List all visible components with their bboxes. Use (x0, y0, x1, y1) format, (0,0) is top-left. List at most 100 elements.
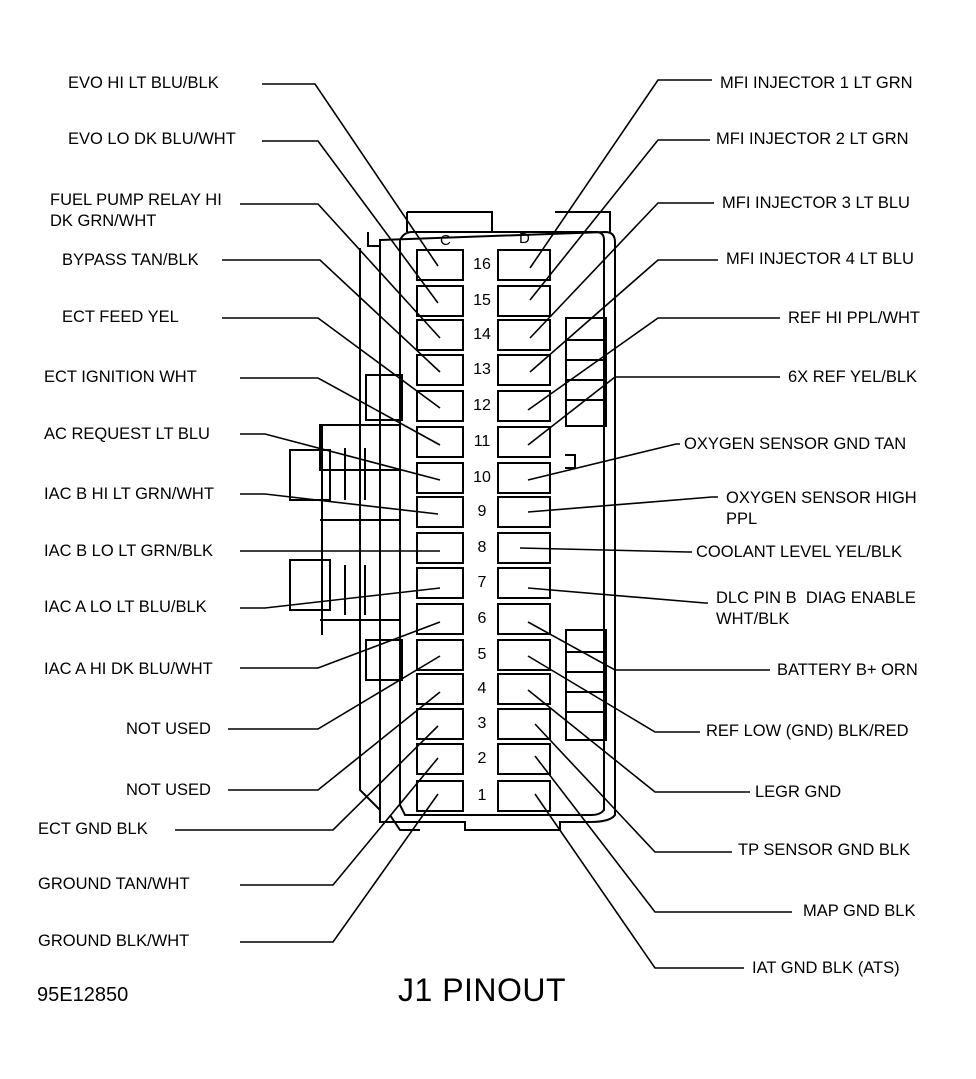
leader-line-right (527, 655, 700, 733)
pin-cell-c-15 (416, 285, 464, 317)
leader-line-right (527, 376, 780, 446)
leader-line-right (527, 317, 780, 411)
pin-cell-d-2 (497, 743, 551, 775)
right-pin-label: MFI INJECTOR 1 LT GRN (720, 74, 913, 92)
column-d-header: D (519, 230, 530, 247)
right-pin-label: REF LOW (GND) BLK/RED (706, 722, 909, 740)
pin-cell-d-11 (497, 426, 551, 458)
right-pin-label: DLC PIN B DIAG ENABLE WHT/BLK (716, 589, 916, 628)
pin-number: 4 (477, 680, 487, 697)
left-pin-label: ECT GND BLK (38, 820, 148, 838)
pin-cell-d-6 (497, 603, 551, 635)
column-c-header: C (440, 232, 451, 249)
pin-number: 13 (473, 361, 491, 378)
pin-cell-c-4 (416, 673, 464, 705)
right-pin-label: OXYGEN SENSOR HIGH PPL (726, 489, 917, 528)
pin-number: 5 (477, 646, 487, 663)
pin-cell-d-12 (497, 390, 551, 422)
right-pin-label: OXYGEN SENSOR GND TAN (684, 435, 907, 453)
leader-line-left (240, 377, 441, 446)
leader-line-left (240, 433, 441, 481)
leader-line-left (175, 725, 439, 831)
diagram-title: J1 PINOUT (398, 972, 567, 1008)
leader-line-left (228, 655, 441, 730)
leader-line-left (262, 83, 439, 267)
right-pin-label: LEGR GND (755, 783, 842, 801)
left-pin-label: IAC A LO LT BLU/BLK (44, 598, 207, 616)
leader-line-right (527, 443, 680, 481)
pin-cell-c-6 (416, 603, 464, 635)
leader-line-left (222, 317, 441, 409)
pin-cell-d-13 (497, 354, 551, 386)
pin-cell-c-11 (416, 426, 464, 458)
pin-cell-c-7 (416, 567, 464, 599)
pin-number: 14 (473, 326, 491, 343)
pin-number: 15 (473, 292, 491, 309)
leader-line-right (529, 139, 710, 301)
pin-cell-d-7 (497, 567, 551, 599)
left-pin-label: NOT USED (126, 781, 211, 799)
connector-body (289, 211, 616, 831)
left-pin-label: GROUND TAN/WHT (38, 875, 190, 893)
leader-line-left (228, 691, 441, 791)
leader-line-left (240, 587, 441, 609)
pin-number: 10 (473, 469, 491, 486)
leader-line-right (527, 689, 750, 793)
pin-number: 2 (477, 750, 487, 767)
leader-line-right (519, 547, 692, 553)
pin-number: 7 (477, 574, 487, 591)
figure-code: 95E12850 (37, 984, 129, 1006)
left-pin-label: ECT FEED YEL (62, 308, 179, 326)
leader-line-right (529, 259, 718, 373)
pin-cell-c-14 (416, 319, 464, 351)
pin-number: 8 (477, 539, 487, 556)
left-pin-label: BYPASS TAN/BLK (62, 251, 199, 269)
leader-line-left (222, 259, 441, 373)
left-pin-label: EVO HI LT BLU/BLK (68, 74, 219, 92)
pin-cell-d-15 (497, 285, 551, 317)
leader-line-left (240, 493, 439, 515)
leader-line-left (240, 621, 441, 669)
leader-line-left (240, 793, 439, 943)
pin-cell-c-13 (416, 354, 464, 386)
pin-cell-c-10 (416, 462, 464, 494)
pin-cell-d-9 (497, 496, 551, 528)
leader-line-left (240, 203, 441, 339)
pin-cell-c-2 (416, 743, 464, 775)
leader-line-right (534, 755, 792, 913)
left-pin-label: AC REQUEST LT BLU (44, 425, 210, 443)
leader-line-right (527, 496, 718, 513)
leader-line-left (262, 140, 439, 304)
pin-number: 6 (477, 610, 487, 627)
right-pin-label: BATTERY B+ ORN (777, 661, 918, 679)
left-pin-label: IAC A HI DK BLU/WHT (44, 660, 213, 678)
pin-cell-c-1 (416, 780, 464, 812)
right-pin-label: IAT GND BLK (ATS) (752, 959, 900, 977)
pin-cell-d-3 (497, 708, 551, 740)
right-pin-label: MFI INJECTOR 3 LT BLU (722, 194, 910, 212)
pin-cell-c-3 (416, 708, 464, 740)
right-pin-label: MFI INJECTOR 4 LT BLU (726, 250, 914, 268)
left-pin-label: EVO LO DK BLU/WHT (68, 130, 236, 148)
right-pin-label: MFI INJECTOR 2 LT GRN (716, 130, 909, 148)
pin-number: 11 (473, 433, 491, 450)
pin-number: 12 (473, 397, 491, 414)
pin-cell-d-16 (497, 249, 551, 281)
pin-number: 16 (473, 256, 491, 273)
right-pin-label: TP SENSOR GND BLK (738, 841, 911, 859)
leader-line-right (527, 621, 770, 671)
leader-line-right (529, 79, 712, 269)
pin-cell-c-16 (416, 249, 464, 281)
left-pin-label: IAC B LO LT GRN/BLK (44, 542, 214, 560)
pin-cell-d-4 (497, 673, 551, 705)
left-pin-label: ECT IGNITION WHT (44, 368, 197, 386)
left-pin-label: GROUND BLK/WHT (38, 932, 190, 950)
pin-cell-d-5 (497, 639, 551, 671)
pin-number: 9 (477, 503, 487, 520)
leader-line-right (527, 587, 708, 604)
leader-line-right (529, 202, 714, 339)
right-pin-label: 6X REF YEL/BLK (788, 368, 918, 386)
leader-line-right (534, 723, 732, 853)
leader-line-right (534, 793, 744, 969)
